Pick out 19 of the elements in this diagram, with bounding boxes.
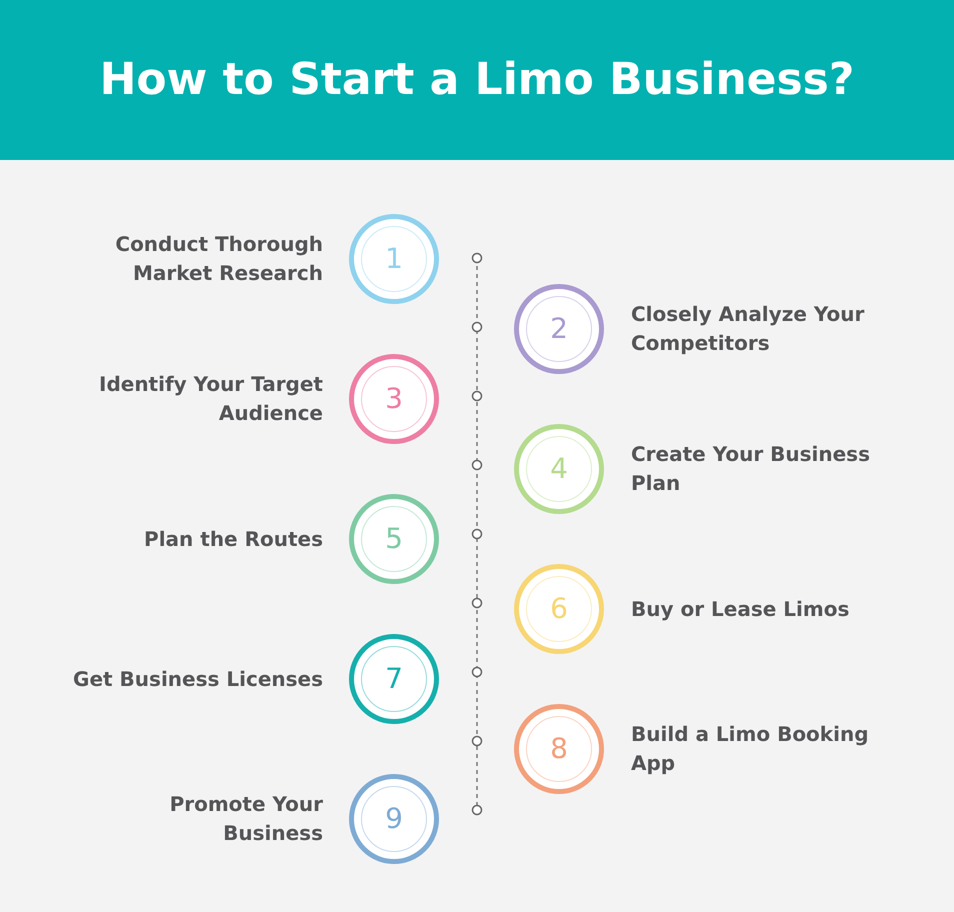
step-number: 4 — [549, 451, 569, 487]
step-label: Closely Analyze Your Competitors — [631, 301, 866, 357]
step-label: Conduct Thorough Market Research — [114, 231, 323, 287]
step-label: Get Business Licenses — [73, 666, 323, 692]
step-label: Identify Your Target Audience — [98, 371, 323, 427]
step-number: 1 — [384, 241, 404, 277]
step-number: 7 — [384, 661, 404, 697]
step-number: 8 — [549, 731, 569, 767]
step-number: 9 — [384, 801, 404, 837]
step-number: 5 — [384, 521, 404, 557]
step-number: 3 — [384, 381, 404, 417]
title: How to Start a Limo Business? — [98, 53, 856, 107]
step-label: Promote Your Business — [168, 791, 323, 847]
step-label: Buy or Lease Limos — [631, 596, 850, 622]
step-number: 2 — [549, 311, 569, 347]
step-label: Plan the Routes — [143, 526, 323, 552]
step-number: 6 — [549, 591, 569, 627]
step-label: Build a Limo Booking App — [631, 721, 870, 777]
step-label: Create Your Business Plan — [631, 441, 871, 497]
